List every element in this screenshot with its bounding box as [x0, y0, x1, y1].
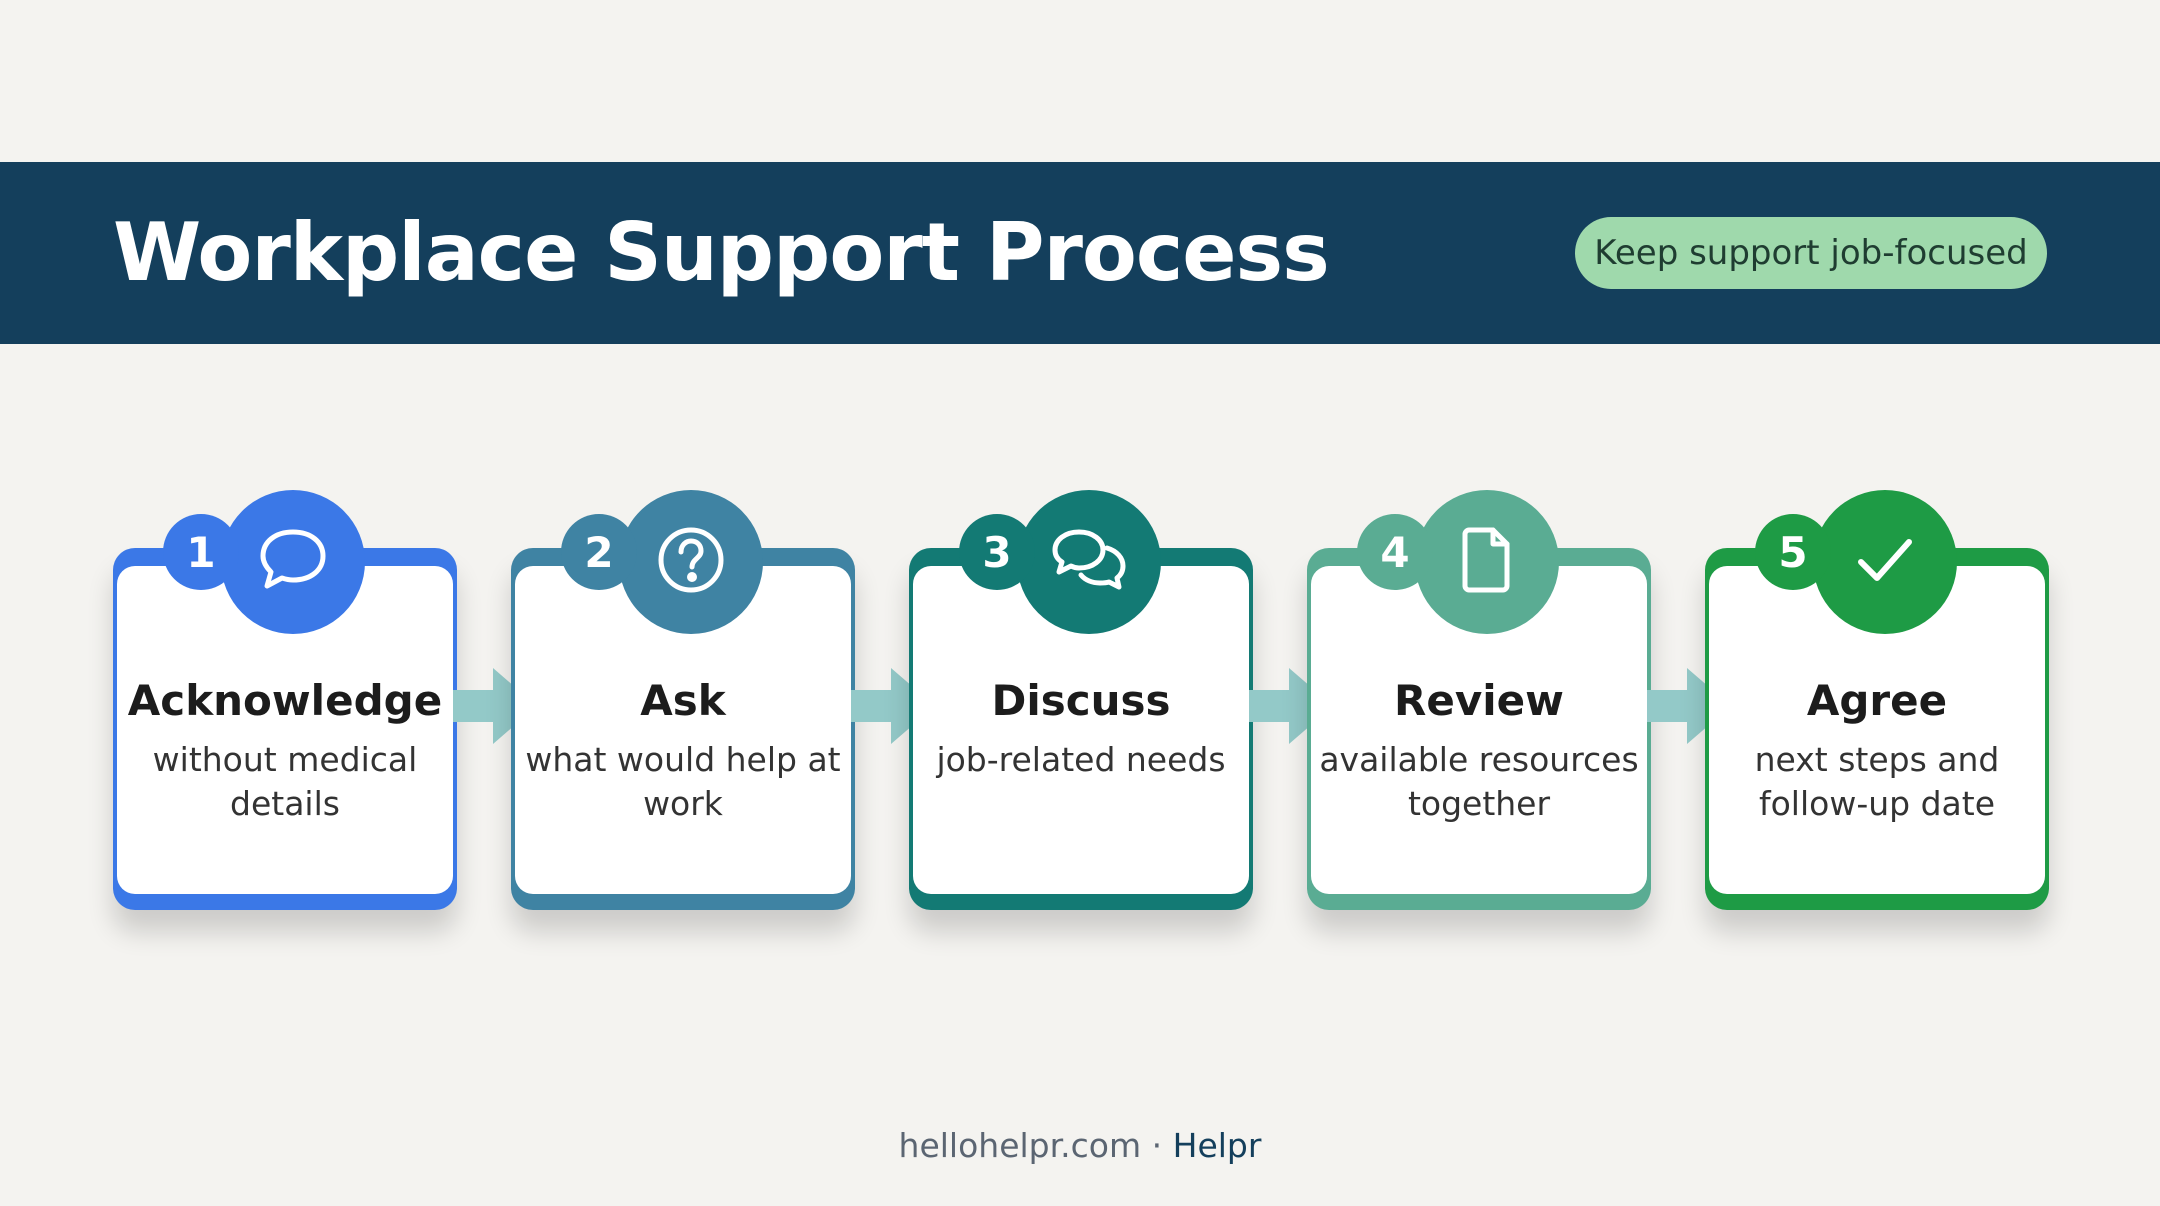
step-title: Review — [1394, 676, 1564, 725]
step-title: Agree — [1806, 676, 1948, 725]
footer: hellohelpr.com · Helpr — [0, 1126, 2160, 1165]
arrow-right-icon — [453, 668, 537, 744]
header-banner: Workplace Support Process Keep support j… — [0, 162, 2160, 344]
tagline-pill: Keep support job-focused — [1575, 217, 2047, 289]
two-speech-bubbles-icon — [1047, 520, 1131, 604]
step-number: 1 — [163, 514, 239, 590]
step-description: next steps and follow-up date — [1754, 740, 2000, 823]
step-description: what would help at work — [525, 740, 841, 823]
footer-site-link[interactable]: hellohelpr.com — [898, 1126, 1142, 1165]
process-step-agree: 5 Agree next steps and follow-up date — [1705, 490, 2049, 910]
step-title: Acknowledge — [127, 676, 443, 725]
step-description: job-related needs — [936, 740, 1226, 779]
step-number: 2 — [561, 514, 637, 590]
question-circle-icon — [651, 520, 731, 604]
process-step-ask: 2 Ask what would help at work — [511, 490, 855, 910]
document-icon — [1447, 520, 1527, 604]
step-number: 3 — [959, 514, 1035, 590]
arrow-right-icon — [1647, 668, 1731, 744]
step-number: 5 — [1755, 514, 1831, 590]
step-title: Discuss — [991, 676, 1171, 725]
step-description: available resources together — [1319, 740, 1639, 823]
step-number: 4 — [1357, 514, 1433, 590]
step-title: Ask — [640, 676, 726, 725]
process-step-review: 4 Review available resources together — [1307, 490, 1651, 910]
speech-bubble-icon — [253, 520, 333, 604]
arrow-right-icon — [851, 668, 935, 744]
step-card — [511, 548, 855, 910]
step-icon-badge — [1017, 490, 1161, 634]
footer-separator: · — [1141, 1126, 1173, 1165]
process-step-discuss: 3 Discuss job-related needs — [909, 490, 1253, 910]
page-title: Workplace Support Process — [113, 206, 1330, 299]
arrow-right-icon — [1249, 668, 1333, 744]
checkmark-icon — [1845, 520, 1925, 604]
step-description: without medical details — [152, 740, 418, 823]
step-card — [1705, 548, 2049, 910]
step-icon-badge — [221, 490, 365, 634]
step-icon-badge — [1415, 490, 1559, 634]
step-icon-badge — [1813, 490, 1957, 634]
process-step-acknowledge: 1 Acknowledge without medical details — [113, 490, 457, 910]
footer-brand: Helpr — [1172, 1126, 1262, 1165]
step-icon-badge — [619, 490, 763, 634]
